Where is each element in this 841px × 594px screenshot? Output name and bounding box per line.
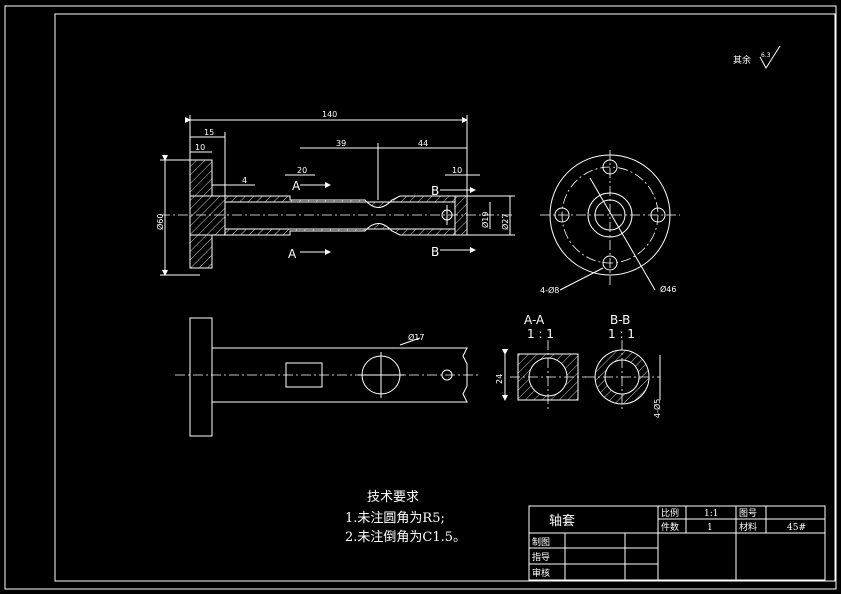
roughness-label: 其余 <box>733 54 751 66</box>
drawing-no-label: 图号 <box>739 508 757 519</box>
section-bb-scale: 1 : 1 <box>608 327 635 341</box>
part-name: 轴套 <box>549 513 575 529</box>
dim-24: 24 <box>495 374 504 384</box>
dim-15: 15 <box>204 128 214 137</box>
section-a-label-bottom: A <box>288 247 297 261</box>
dim-44: 44 <box>418 139 428 148</box>
dim-140: 140 <box>322 110 337 119</box>
section-aa-scale: 1 : 1 <box>527 327 554 341</box>
qty-value: 1 <box>707 523 713 533</box>
review-label: 审核 <box>532 567 550 579</box>
section-b-label-top: B <box>431 184 439 198</box>
inner-frame <box>54 13 836 582</box>
dim-10-left: 10 <box>195 143 205 152</box>
dim-4-dia8: 4-Ø8 <box>540 285 559 295</box>
dim-4: 4 <box>242 176 247 185</box>
dim-10-right: 10 <box>452 166 462 175</box>
dim-dia19: Ø19 <box>480 212 490 228</box>
title-block: 轴套 比例 1:1 图号 件数 1 材料 45# 制图 指导 审核 <box>528 505 826 581</box>
roughness-value: 6.3 <box>761 52 771 59</box>
front-section-view: A A B B 140 15 10 4 20 39 44 10 Ø60 Ø19 <box>155 110 515 276</box>
scale-value: 1:1 <box>704 509 718 519</box>
section-aa: A-A 1 : 1 24 <box>495 313 586 412</box>
notes-title: 技术要求 <box>367 490 419 505</box>
notes-line2: 2.未注倒角为C1.5。 <box>345 530 466 545</box>
dim-4-dia5: 4-Ø5 <box>652 399 662 418</box>
section-b-label-bottom: B <box>431 245 439 259</box>
section-bb: B-B 1 : 1 4-Ø5 <box>585 313 662 418</box>
dim-20: 20 <box>297 166 307 175</box>
scale-label: 比例 <box>661 507 679 519</box>
material-value: 45# <box>787 523 806 533</box>
section-aa-title: A-A <box>524 313 545 327</box>
technical-notes: 技术要求 1.未注圆角为R5; 2.未注倒角为C1.5。 <box>345 490 466 545</box>
drawn-label: 制图 <box>532 536 550 548</box>
dim-dia60: Ø60 <box>155 214 165 230</box>
guide-label: 指导 <box>532 551 550 563</box>
dim-dia46: Ø46 <box>660 284 676 294</box>
section-bb-title: B-B <box>610 313 630 327</box>
dim-dia27: Ø27 <box>500 214 510 230</box>
plan-view: Ø17 <box>175 317 480 437</box>
dim-dia17: Ø17 <box>408 332 424 342</box>
notes-line1: 1.未注圆角为R5; <box>345 511 445 526</box>
roughness-mark: 其余 6.3 <box>733 45 781 69</box>
material-label: 材料 <box>739 521 757 533</box>
section-a-label-top: A <box>292 179 301 193</box>
end-view: 4-Ø8 Ø46 <box>540 150 680 295</box>
qty-label: 件数 <box>661 521 679 533</box>
outer-frame <box>4 5 837 590</box>
dim-39: 39 <box>336 139 346 148</box>
